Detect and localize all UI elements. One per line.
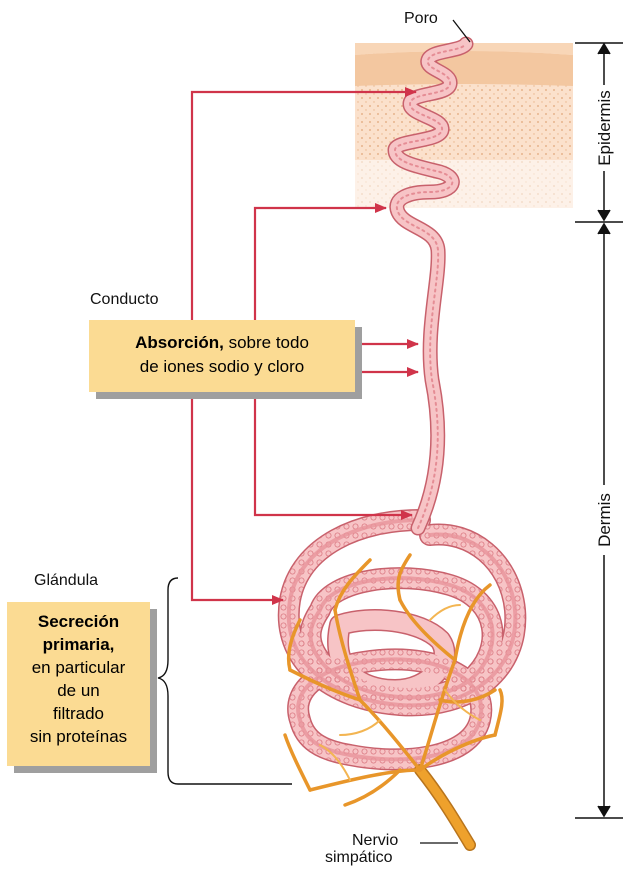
nerve-label-line1: Nervio bbox=[352, 832, 398, 850]
gland-label: Glándula bbox=[34, 572, 98, 590]
skin-epidermis bbox=[355, 43, 573, 208]
secretion-bold-text-1: Secreción bbox=[38, 612, 119, 631]
secretion-box-panel: Secreción primaria, en particular de un … bbox=[7, 602, 150, 766]
absorption-line2: de iones sodio y cloro bbox=[89, 355, 355, 379]
absorption-box: Absorción, sobre todo de iones sodio y c… bbox=[89, 320, 355, 392]
arrow-to-upper-duct bbox=[255, 208, 386, 320]
secretion-bold-1: Secreción bbox=[7, 610, 150, 633]
nerve-label-line2: simpático bbox=[325, 849, 393, 867]
absorption-bold: Absorción, bbox=[135, 333, 224, 352]
absorption-line1: Absorción, sobre todo bbox=[89, 331, 355, 355]
secretion-line4: de un bbox=[7, 679, 150, 702]
arrow-to-gland bbox=[192, 392, 283, 600]
duct-label: Conducto bbox=[90, 291, 159, 309]
dermis-label: Dermis bbox=[595, 485, 615, 555]
secretion-line3: en particular bbox=[7, 656, 150, 679]
gland-bracket bbox=[158, 578, 292, 784]
pore-label: Poro bbox=[404, 10, 438, 28]
absorption-rest: sobre todo bbox=[224, 333, 309, 352]
secretion-bold-2: primaria, bbox=[7, 633, 150, 656]
secretion-line5: filtrado bbox=[7, 702, 150, 725]
arrow-to-lower-duct bbox=[255, 392, 412, 515]
gland-coil bbox=[289, 520, 516, 759]
secretion-bold-text-2: primaria, bbox=[43, 635, 115, 654]
secretion-line6: sin proteínas bbox=[7, 725, 150, 748]
epidermis-label: Epidermis bbox=[595, 85, 615, 171]
